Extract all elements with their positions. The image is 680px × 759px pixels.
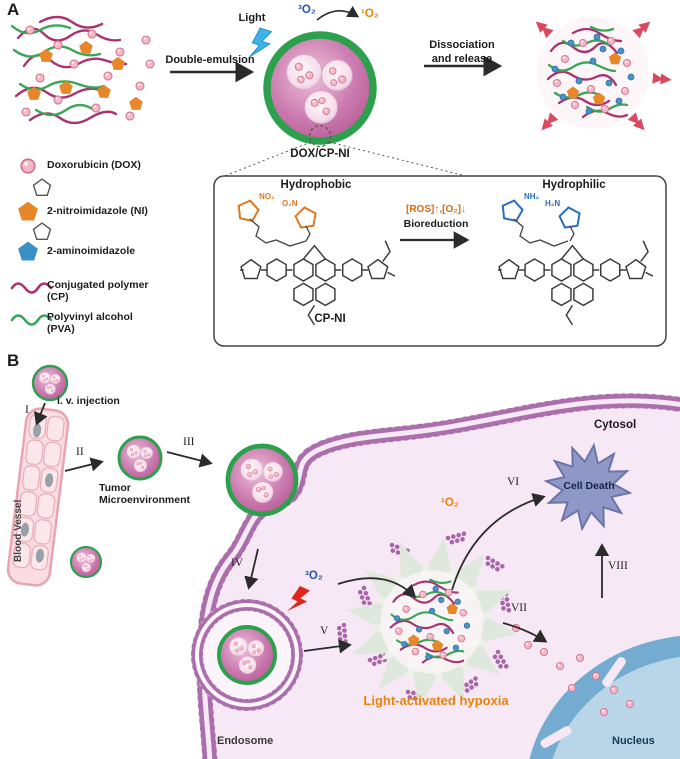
step-label-6: VI	[507, 476, 520, 488]
nh2-label-2: H₂N	[545, 199, 561, 208]
hydrophobic-label: Hydrophobic	[280, 179, 352, 191]
zoom-line-right	[328, 141, 471, 178]
zoom-region-circle	[308, 124, 332, 148]
cp-ni-label: CP-NI	[314, 313, 346, 325]
legend-label-ni: 2-nitroimidazole (NI)	[47, 205, 148, 217]
step-label-4: IV	[231, 557, 244, 569]
cytosol-label: Cytosol	[594, 419, 637, 431]
bioreduction-label: Bioreduction	[403, 218, 469, 230]
tumor-label-line1: Tumor	[99, 482, 131, 494]
cell-death-label: Cell Death	[563, 480, 615, 492]
ros-label: [ROS]↑,[O₂]↓	[406, 204, 466, 215]
tumor-label-line2: Microenvironment	[99, 494, 191, 506]
dox-cp-ni-nanoparticle	[267, 35, 373, 141]
blood-vessel	[6, 407, 70, 587]
singlet-oxygen-label-b: ¹O₂	[441, 497, 459, 509]
aminoimidazole-pentagon-icon	[18, 241, 38, 261]
nuclear-pore-1	[602, 657, 626, 687]
pva-chain-icon	[10, 314, 53, 326]
oxygen-conversion-arrow-a	[316, 5, 360, 21]
legend-label-dox: Doxorubicin (DOX)	[47, 159, 141, 171]
dissociation-label-line1: Dissociation	[429, 39, 495, 51]
legend-icons	[10, 158, 53, 326]
double-emulsion-label: Double-emulsion	[165, 54, 255, 66]
no2-label-1: NO₂	[259, 192, 275, 201]
zoom-line-left	[221, 141, 312, 178]
step-label-2: II	[76, 446, 84, 458]
nanoparticle-name-label: DOX/CP-NI	[290, 148, 350, 160]
injection-label: i. v. injection	[57, 395, 120, 407]
dissociated-nanoparticle	[532, 17, 673, 134]
endocytosing-nanoparticle	[228, 446, 296, 514]
endosome-label: Endosome	[217, 735, 274, 747]
dox-sphere-icon	[20, 158, 36, 174]
ni-pentagon-icon	[18, 201, 38, 221]
endosome	[191, 599, 303, 711]
step-label-3: III	[183, 436, 195, 448]
nucleus	[529, 636, 680, 759]
arrow-step-6	[451, 493, 546, 591]
arrow-step-2	[64, 457, 104, 472]
panel-b-art	[6, 366, 680, 759]
hypoxia-label: Light-activated hypoxia	[363, 693, 509, 708]
arrow-step-4	[244, 548, 259, 590]
cp-ni-inset	[213, 175, 667, 347]
step-label-5: V	[320, 625, 329, 637]
extravasated-nanoparticle	[71, 547, 101, 577]
endosomal-nanoparticle	[219, 627, 275, 683]
step-label-7: VII	[511, 602, 527, 614]
triplet-oxygen-label-a: ³O₂	[298, 4, 316, 16]
arrow-triplet-oxygen	[337, 577, 417, 599]
light-label: Light	[238, 12, 266, 24]
hydrophilic-label: Hydrophilic	[542, 179, 606, 191]
singlet-oxygen-label-a: ¹O₂	[361, 8, 379, 20]
step-label-1: I	[25, 404, 29, 416]
nucleus-label: Nucleus	[612, 735, 655, 747]
panel-a-art	[10, 5, 673, 347]
legend-label-pva-line1: Polyvinyl alcohol	[47, 311, 133, 323]
panel-a-label: A	[7, 0, 20, 19]
nh2-label-1: NH₂	[524, 192, 540, 201]
aminoimidazole-structure-icon	[32, 222, 52, 241]
no2-label-2: O₂N	[282, 199, 298, 208]
arrow-step-5	[303, 639, 352, 654]
arrow-step-3	[166, 451, 213, 468]
panel-b-label: B	[7, 351, 20, 370]
step-arrows	[34, 402, 610, 654]
dissociation-label-line2: and release	[431, 53, 493, 65]
arrow-step-1	[34, 402, 48, 426]
nitroimidazole-structure-icon	[32, 178, 52, 197]
dissociating-nanoparticle	[380, 570, 483, 673]
arrow-step-7	[502, 622, 548, 643]
legend-label-cp-line1: Conjugated polymer	[47, 279, 149, 291]
legend-label-aminoimidazole: 2-aminoimidazole	[47, 245, 136, 257]
triplet-oxygen-label-b: ³O₂	[305, 570, 323, 582]
blood-vessel-label: Blood Vessel	[13, 499, 24, 562]
polymer-drug-mixture	[10, 15, 155, 125]
cp-chain-icon	[10, 282, 53, 294]
step-label-8: VIII	[608, 560, 628, 572]
legend-label-pva-line2: (PVA)	[47, 323, 75, 335]
legend-label-cp-line2: (CP)	[47, 291, 69, 303]
tumor-nanoparticle	[119, 437, 161, 479]
nuclear-pore-2	[540, 726, 572, 748]
